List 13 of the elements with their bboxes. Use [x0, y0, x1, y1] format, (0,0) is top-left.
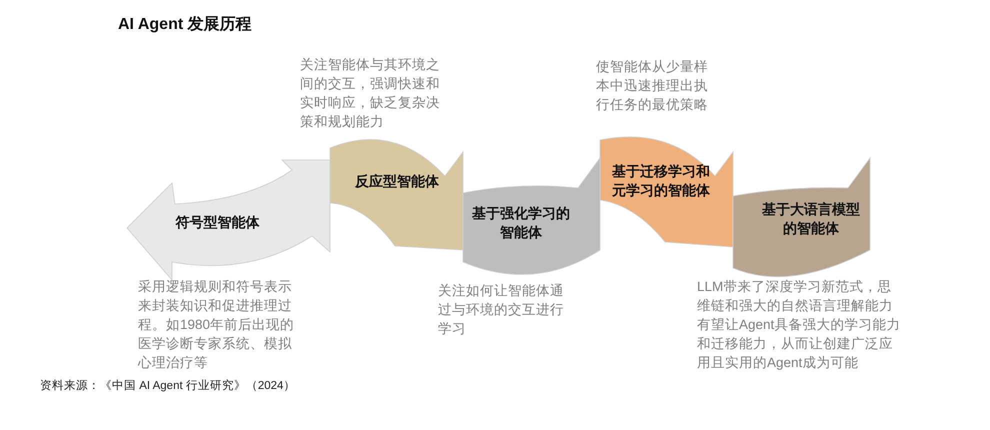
stage-label: 符号型智能体	[174, 213, 260, 232]
stage-description: 关注智能体与其环境之间的交互，强调快速和实时响应，缺乏复杂决策和规划能力	[300, 56, 441, 131]
stage-description: 采用逻辑规则和符号表示来封装知识和促进推理过程。如1980年前后出现的医学诊断专家系统、模拟心理治疗等	[138, 278, 296, 372]
stage-description: 使智能体从少量样本中迅速推理出执行任务的最优策略	[596, 58, 708, 114]
curved-arrow-shape	[127, 160, 330, 280]
diagram-title: AI Agent 发展历程	[118, 15, 252, 35]
stage-description: 关注如何让智能体通过与环境的交互进行学习	[438, 282, 565, 338]
stage-label: 基于大语言模型的智能体	[761, 200, 861, 238]
stage-label: 基于迁移学习和元学习的智能体	[611, 162, 711, 200]
stage-label: 反应型智能体	[354, 172, 440, 191]
stage-label: 基于强化学习的智能体	[471, 204, 571, 242]
stage-description: LLM带来了深度学习新范式，思维链和强大的自然语言理解能力有望让Agent具备强大的学习能力和迁移能力，从而让创建广泛应用且实用的Agent成为可能	[697, 278, 902, 372]
source-note: 资料来源：《中国 AI Agent 行业研究》（2024）	[40, 378, 296, 393]
